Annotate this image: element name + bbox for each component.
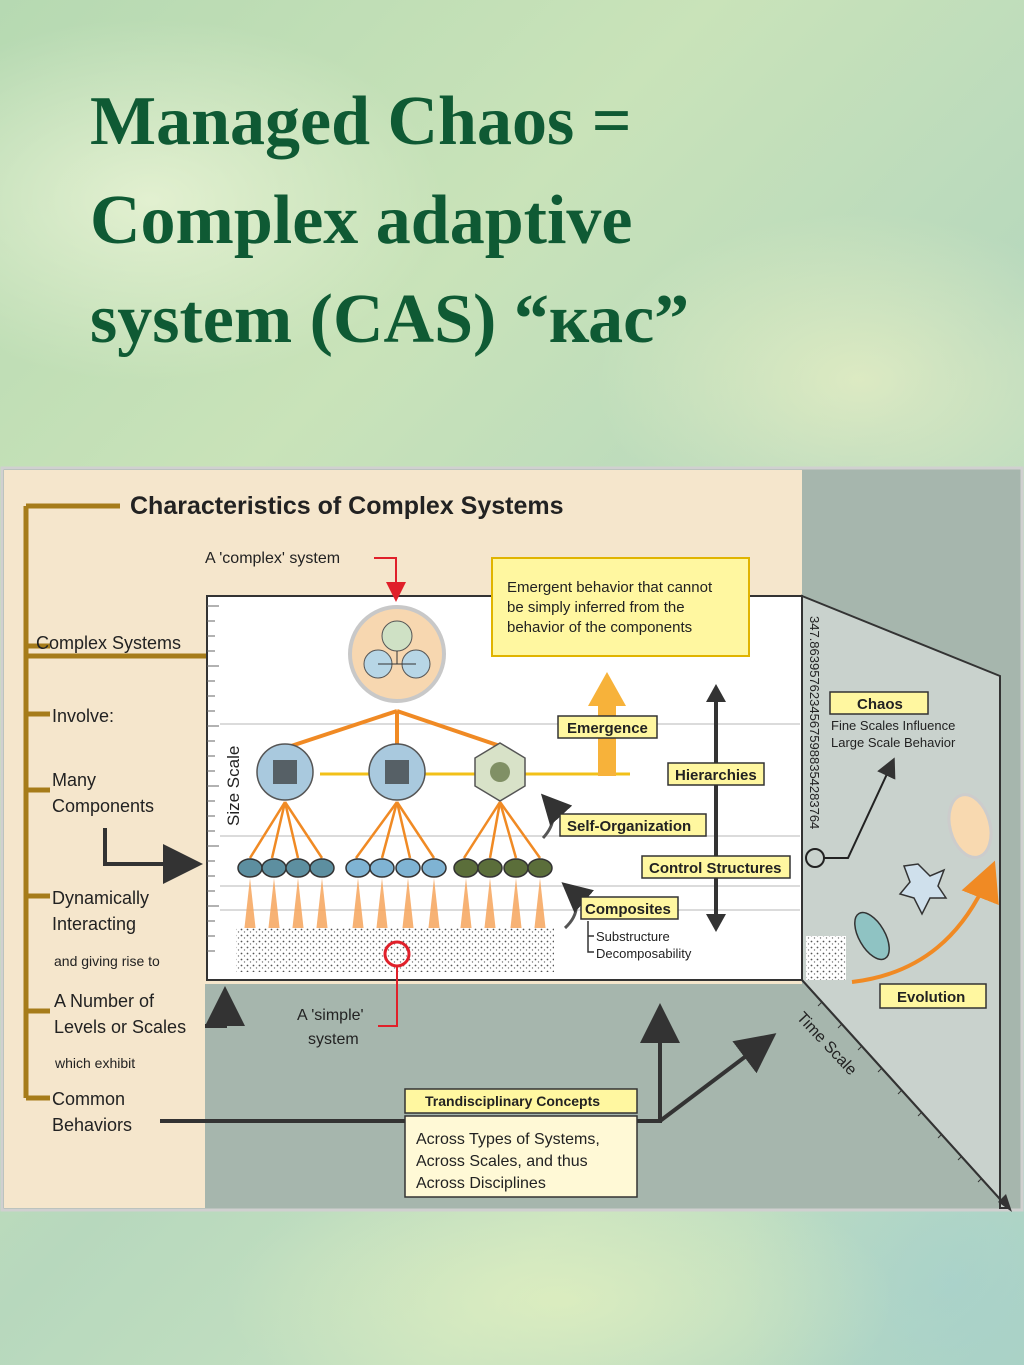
complex-system-pointer — [374, 557, 406, 602]
left-bracket — [23, 503, 265, 1101]
trans-line-3: Across Disciplines — [416, 1175, 546, 1192]
composites-label: Composites — [585, 901, 671, 918]
levels-scales-label: Levels or Scales — [54, 1017, 186, 1037]
top-to-mid-connectors — [284, 709, 501, 750]
emergent-note-box — [491, 557, 750, 657]
top-cluster — [363, 620, 431, 679]
composites-curve — [561, 882, 594, 930]
substructure-bracket — [587, 921, 594, 953]
emergent-note-line-2: be simply inferred from the — [507, 599, 685, 616]
time-axis-arrowhead — [998, 1194, 1012, 1212]
hierarchies-label: Hierarchies — [675, 767, 757, 784]
trans-body-box — [404, 1115, 638, 1198]
title-line-3-bold: кас — [548, 281, 655, 358]
interacting-label: Interacting — [52, 914, 136, 934]
many-label: Many — [52, 770, 96, 790]
decomposability-label: Decomposability — [596, 946, 692, 961]
control-structures-label-box — [641, 855, 791, 879]
chaos-line-1: Fine Scales Influence — [831, 718, 955, 733]
chaos-label-box — [829, 691, 929, 715]
which-exhibit-label: which exhibit — [54, 1055, 135, 1071]
figure-svg: Characteristics of Complex Systems Compl… — [0, 466, 1024, 1212]
self-organization-label: Self-Organization — [567, 818, 691, 835]
complex-systems-label: Complex Systems — [36, 633, 181, 653]
components-arrow — [103, 828, 203, 884]
evolution-shape-2 — [898, 863, 948, 916]
title-line-3-post: ” — [654, 281, 690, 358]
evolution-shape-3 — [947, 793, 993, 859]
self-organization-curve — [540, 793, 573, 840]
common-label: Common — [52, 1089, 125, 1109]
hierarchy-axis-down — [706, 914, 726, 932]
evolution-label: Evolution — [897, 989, 965, 1006]
time-substrate — [806, 936, 846, 980]
complex-system-label: A 'complex' system — [205, 550, 340, 567]
emergent-note-line-3: behavior of the components — [507, 619, 692, 636]
title-line-2: Complex adaptive — [90, 182, 633, 259]
evolution-shape-1 — [854, 911, 890, 961]
giving-rise-label: and giving rise to — [54, 953, 160, 969]
dynamically-label: Dynamically — [52, 888, 149, 908]
mid-component-3 — [474, 742, 526, 802]
size-ruler — [207, 605, 219, 952]
time-axis — [801, 979, 1009, 1209]
trans-title-box — [404, 1088, 638, 1114]
mid-component-1 — [256, 743, 314, 801]
slide-title: Managed Chaos = Complex adaptive system … — [90, 72, 970, 369]
time-panel — [801, 594, 1011, 1209]
size-scale-label: Size Scale — [224, 746, 243, 826]
title-line-3: system (CAS) “кас” — [90, 270, 970, 369]
emergent-note-line-1: Emergent behavior that cannot — [507, 579, 713, 596]
chaos-line-2: Large Scale Behavior — [831, 735, 956, 750]
involve-label: Involve: — [52, 706, 114, 726]
diagram-heading: Characteristics of Complex Systems — [130, 492, 564, 520]
number-of-label: A Number of — [54, 991, 155, 1011]
mid-component-2 — [368, 743, 426, 801]
bottom-components — [237, 858, 553, 878]
substructure-label: Substructure — [596, 929, 670, 944]
time-axis-ticks — [817, 1001, 983, 1183]
title-line-1: Managed Chaos = — [90, 83, 632, 160]
control-structures-label: Control Structures — [649, 860, 782, 877]
components-label: Components — [52, 796, 154, 816]
evolution-label-box — [879, 983, 987, 1009]
behaviors-arrow-diag — [658, 1033, 777, 1123]
trans-line-2: Across Scales, and thus — [416, 1153, 588, 1170]
chaos-pointer — [824, 757, 896, 859]
side-number: 347.86395762345675988354283764 — [807, 616, 822, 829]
simple-system-pointer — [378, 966, 398, 1027]
hierarchy-axis-up — [706, 684, 726, 702]
self-organization-label-box — [559, 813, 707, 837]
hierarchies-label-box — [667, 762, 765, 786]
title-line-3-pre: system (CAS) “ — [90, 281, 549, 358]
substructure-spikes — [244, 878, 546, 932]
simple-system-line-1: A 'simple' — [297, 1007, 364, 1024]
chaos-label: Chaos — [857, 696, 903, 713]
composites-label-box — [580, 896, 679, 920]
emergence-label-box — [557, 715, 658, 739]
simple-system-line-2: system — [308, 1031, 359, 1048]
emergence-label: Emergence — [567, 720, 648, 737]
behaviors-label: Behaviors — [52, 1115, 132, 1135]
trans-line-1: Across Types of Systems, — [416, 1131, 600, 1148]
evolution-arrow — [851, 860, 999, 984]
trans-title: Trandisciplinary Concepts — [425, 1093, 600, 1109]
levels-arrow — [205, 986, 245, 1028]
mid-to-bottom-fans — [248, 801, 542, 859]
complex-systems-figure: Characteristics of Complex Systems Compl… — [0, 466, 1024, 1212]
